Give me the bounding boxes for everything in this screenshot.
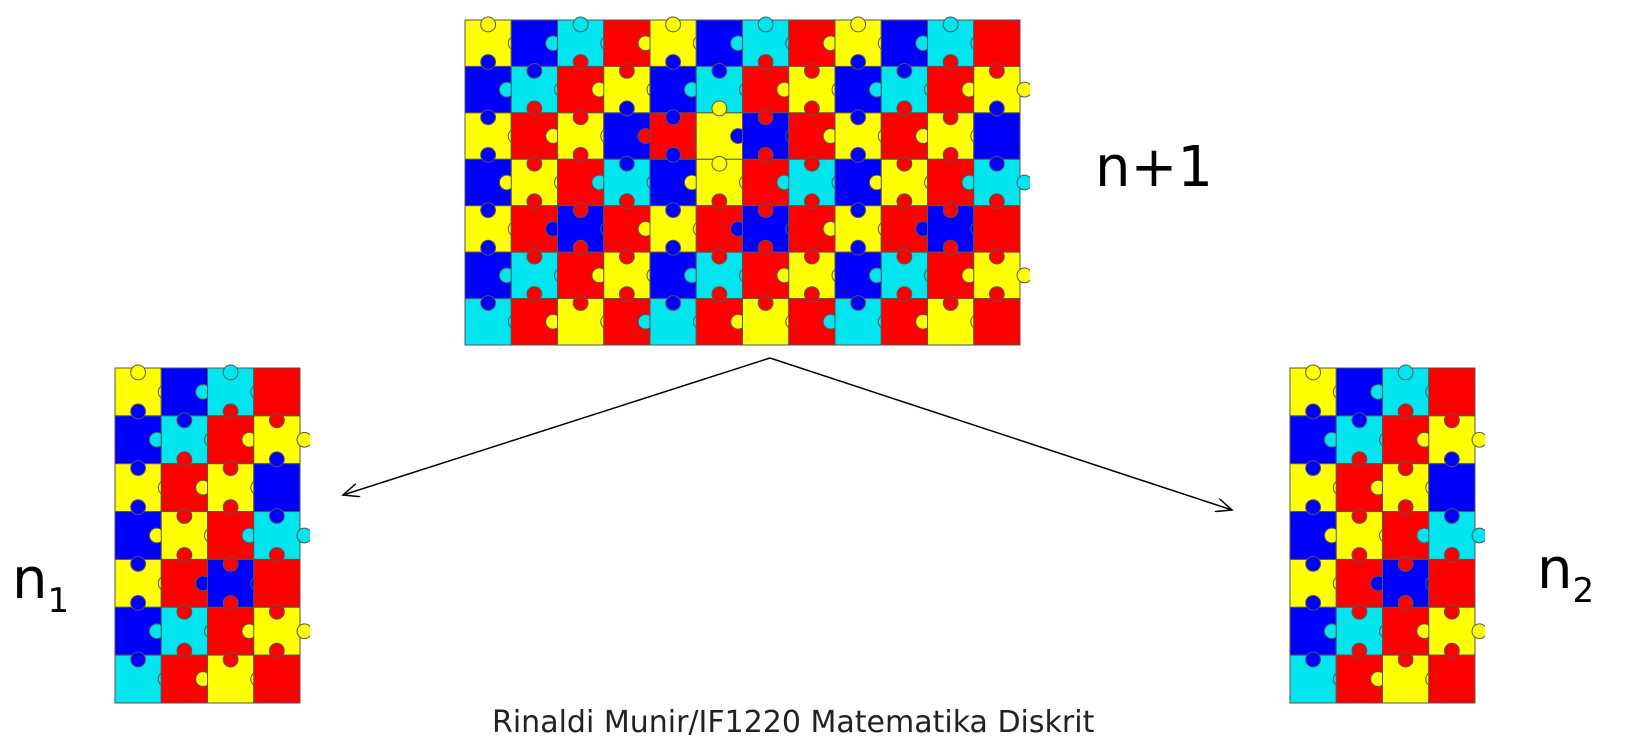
puzzle-piece [788,100,839,160]
puzzle-piece [1382,594,1433,656]
puzzle-piece [1428,367,1476,417]
puzzle-piece [927,239,978,300]
puzzle-piece [1428,642,1476,704]
puzzle-piece [927,54,978,114]
puzzle-piece [603,286,654,346]
puzzle-piece [557,202,617,253]
puzzle-piece [834,109,894,160]
puzzle-piece [880,19,931,67]
label-n1: n1 [12,552,70,621]
puzzle-piece [1382,651,1442,704]
puzzle-piece [973,248,1030,300]
label-n-plus-1: n+1 [1095,135,1214,200]
puzzle-piece [695,286,746,346]
puzzle-piece [207,499,258,560]
puzzle-piece [695,19,746,67]
label-n2: n2 [1537,542,1595,611]
puzzle-piece [695,193,746,253]
puzzle-piece [603,19,654,67]
puzzle-piece [973,286,1021,346]
puzzle-piece [114,594,165,656]
puzzle-piece [557,54,608,114]
puzzle-piece [1289,499,1340,560]
puzzle-piece [742,239,793,300]
puzzle-piece [1335,547,1386,608]
puzzle-piece [510,193,561,253]
puzzle-piece [464,202,524,253]
puzzle-piece [788,286,839,346]
puzzle-piece [880,193,931,253]
puzzle-piece [510,100,561,160]
puzzle-piece [927,295,987,346]
puzzle-piece [253,642,301,704]
puzzle-piece [649,239,700,300]
puzzle-piece [1335,642,1386,704]
puzzle-piece [1335,367,1386,417]
puzzle-piece [834,146,885,207]
puzzle-piece [927,146,978,207]
puzzle-piece [788,19,839,67]
puzzle-piece [160,642,211,704]
footer-credit: Rinaldi Munir/IF1220 Matematika Diskrit [492,705,1095,740]
puzzle-piece [742,295,802,346]
puzzle-piece [603,193,654,253]
label-n2-base: n [1537,537,1573,602]
puzzle-n1 [105,358,310,713]
puzzle-piece [880,100,931,160]
label-n1-subscript: 1 [47,581,70,621]
puzzle-piece [160,547,211,608]
puzzle-piece [160,367,211,417]
puzzle-piece [557,239,608,300]
puzzle-piece [1382,403,1433,465]
puzzle-piece [1428,451,1476,513]
puzzle-n-plus-1 [455,10,1030,355]
puzzle-piece [464,54,515,114]
puzzle-n2 [1280,358,1485,713]
puzzle-piece [880,62,940,114]
label-n2-subscript: 2 [1572,571,1595,611]
puzzle-piece [253,451,301,513]
arrow-to-n1 [343,357,771,495]
puzzle-piece [1428,547,1476,608]
puzzle-piece [603,100,654,160]
puzzle-piece [464,239,515,300]
puzzle-piece [649,146,700,207]
arrow-to-n2 [769,357,1232,510]
puzzle-piece [464,146,515,207]
puzzle-piece [973,100,1021,160]
puzzle-piece [1289,594,1340,656]
puzzle-piece [695,100,746,160]
puzzle-piece [973,193,1021,253]
puzzle-piece [1289,403,1340,465]
label-n1-base: n [12,547,48,612]
puzzle-piece [1335,451,1386,513]
puzzle-piece [834,239,885,300]
